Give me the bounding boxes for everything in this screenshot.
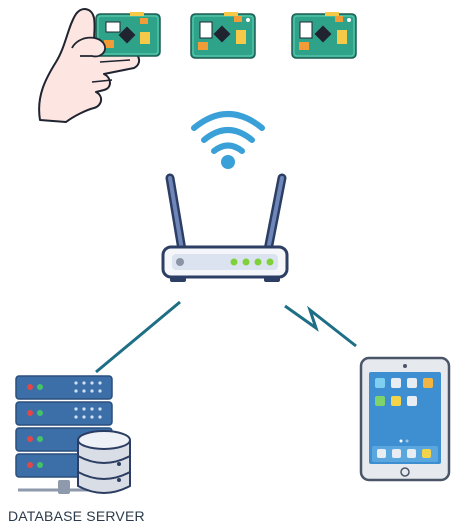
microcontroller-board-icon [190, 12, 256, 59]
microcontroller-board-icon [291, 12, 357, 59]
wired-link [95, 300, 181, 374]
wireless-link-lightning-icon [284, 304, 357, 348]
tablet-icon [359, 356, 451, 482]
microcontroller-board-icon [95, 12, 161, 57]
hand-holding-board-icon [38, 8, 161, 123]
wifi-icon [191, 111, 265, 169]
database-cylinder-icon [77, 430, 131, 494]
database-server-icon [15, 375, 131, 494]
router-icon [161, 173, 289, 282]
database-server-label: DATABASE SERVER [8, 508, 145, 524]
